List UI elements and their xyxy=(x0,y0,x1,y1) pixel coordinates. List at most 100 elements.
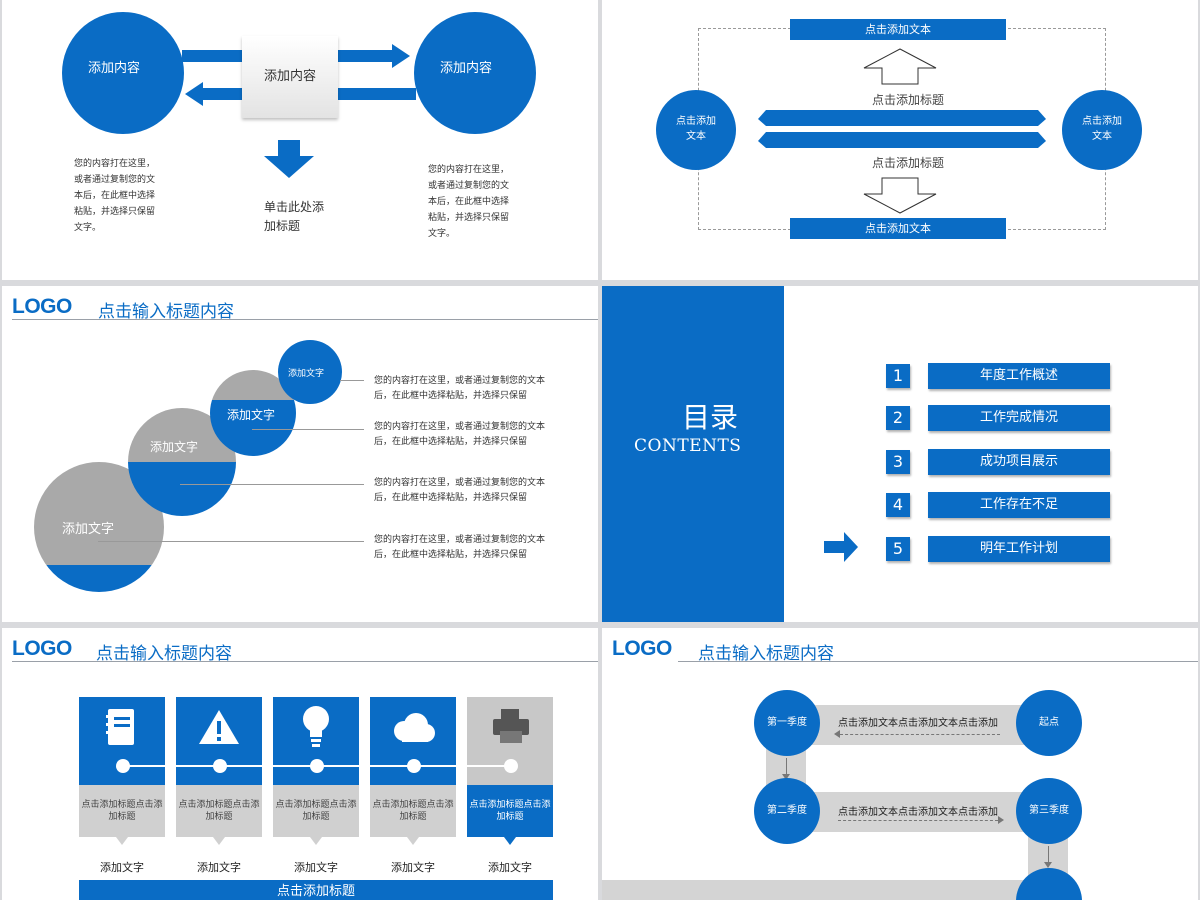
slide-3[interactable]: LOGO 点击输入标题内容 添加文字 添加文字 添加文字 添加文字 您的内容打在… xyxy=(2,286,598,622)
up-outline-arrow-icon xyxy=(863,48,937,85)
timeline-dot-2 xyxy=(213,759,227,773)
down-arrow-right-icon xyxy=(1044,862,1052,868)
circle-4-label: 添加文字 xyxy=(62,522,115,537)
card-3-label: 添加文字 xyxy=(294,861,338,874)
header-title-2: 点击输入标题内容 xyxy=(96,644,232,664)
menu-item-3[interactable]: 成功项目展示 xyxy=(928,449,1110,475)
row-1-text: 点击添加文本点击添加文本点击添加 xyxy=(838,718,998,729)
right-arrow-head xyxy=(392,44,410,68)
center-box: 添加内容 xyxy=(242,36,338,118)
connector-1 xyxy=(340,380,364,381)
circle-2: 添加文字 xyxy=(210,370,296,456)
circle-1-label: 添加文字 xyxy=(288,369,325,379)
left-arrow-head xyxy=(185,82,203,106)
item-text-4: 您的内容打在这里，或者通过复制您的文本后，在此框中选择粘贴，并选择只保留 xyxy=(374,535,546,560)
item-text-1: 您的内容打在这里，或者通过复制您的文本后，在此框中选择粘贴，并选择只保留 xyxy=(374,376,546,401)
left-circle-label: 添加内容 xyxy=(88,61,141,76)
header-divider xyxy=(12,319,598,320)
circle-2-label: 添加文字 xyxy=(227,408,276,422)
card-5-label: 添加文字 xyxy=(488,861,532,874)
connector-2 xyxy=(252,429,364,430)
logo: LOGO xyxy=(12,295,72,318)
timeline-dot-5 xyxy=(504,759,518,773)
card-5-pointer xyxy=(504,837,516,845)
lightbulb-icon xyxy=(303,706,329,747)
connector-3 xyxy=(180,484,364,485)
card-2-text: 点击添加标题点击添加标题 xyxy=(176,785,262,837)
right-circle: 添加内容 xyxy=(414,12,536,134)
card-1-text: 点击添加标题点击添加标题 xyxy=(79,785,165,837)
left-desc: 您的内容打在这里，或者通过复制您的文本后，在此框中选择粘贴，并选择只保留文字。 xyxy=(74,159,156,233)
node-q1[interactable]: 第一季度 xyxy=(754,690,820,756)
top-text-box: 点击添加文本 xyxy=(790,19,1006,40)
down-connector-left xyxy=(786,758,787,776)
menu-num-4: 4 xyxy=(886,493,910,517)
slide-4[interactable]: 目录 CONTENTS 1 年度工作概述 2 工作完成情况 3 成功项目展示 4… xyxy=(602,286,1198,622)
down-title: 单击此处添加标题 xyxy=(264,200,325,233)
node-q3[interactable]: 第三季度 xyxy=(1016,778,1082,844)
header-title-3: 点击输入标题内容 xyxy=(698,644,834,664)
row-1-dash xyxy=(840,734,1000,736)
logo-3: LOGO xyxy=(612,637,672,660)
down-connector-right xyxy=(1048,846,1049,864)
double-ribbon xyxy=(758,110,1046,148)
slide-6[interactable]: LOGO 点击输入标题内容 点击添加文本点击添加文本点击添加 点击添加文本点击添… xyxy=(602,628,1198,900)
title-top: 点击添加标题 xyxy=(871,93,944,107)
row-1-arrow-left-icon xyxy=(834,730,840,738)
right-node-label: 点击添加文本 xyxy=(1082,116,1122,142)
row-2-arrow-right-icon xyxy=(998,816,1004,824)
menu-num-2: 2 xyxy=(886,406,910,430)
pointer-arrow-icon xyxy=(824,532,858,562)
slide-5[interactable]: LOGO 点击输入标题内容 点击添加标题点击添加标题 添加文字 点击添加标题点击… xyxy=(2,628,598,900)
menu-item-1[interactable]: 年度工作概述 xyxy=(928,363,1110,389)
timeline-dot-1 xyxy=(116,759,130,773)
header-title: 点击输入标题内容 xyxy=(98,302,234,322)
right-desc: 您的内容打在这里，或者通过复制您的文本后，在此框中选择粘贴，并选择只保留文字。 xyxy=(428,165,510,239)
timeline-dot-4 xyxy=(407,759,421,773)
printer-icon xyxy=(493,709,529,743)
logo-2: LOGO xyxy=(12,637,72,660)
contents-title-cn: 目录 xyxy=(682,401,739,434)
card-4-label: 添加文字 xyxy=(391,861,435,874)
warning-icon xyxy=(199,710,239,744)
menu-item-2[interactable]: 工作完成情况 xyxy=(928,405,1110,431)
down-arrow-shaft xyxy=(278,140,300,156)
card-2-label: 添加文字 xyxy=(197,861,241,874)
card-5-text: 点击添加标题点击添加标题 xyxy=(467,785,553,837)
header-divider-2 xyxy=(12,661,598,662)
slide-1[interactable]: 添加内容 添加内容 添加内容 单击此处添加标题 您的内容打在这里，或者通过复制您… xyxy=(2,0,598,280)
menu-num-1: 1 xyxy=(886,364,910,388)
card-4-text: 点击添加标题点击添加标题 xyxy=(370,785,456,837)
right-circle-label: 添加内容 xyxy=(440,61,493,76)
card-3-text: 点击添加标题点击添加标题 xyxy=(273,785,359,837)
node-q2[interactable]: 第二季度 xyxy=(754,778,820,844)
cloud-icon xyxy=(394,713,435,742)
track-row-2 xyxy=(790,792,1040,832)
down-arrow-left-icon xyxy=(782,774,790,780)
menu-item-5[interactable]: 明年工作计划 xyxy=(928,536,1110,562)
connector-4 xyxy=(98,541,364,542)
left-circle: 添加内容 xyxy=(62,12,184,134)
card-4-pointer xyxy=(407,837,419,845)
node-q4-partial[interactable] xyxy=(1016,868,1082,900)
header-divider-3 xyxy=(678,661,1198,662)
card-2-pointer xyxy=(213,837,225,845)
slide-2[interactable]: 点击添加文本 点击添加文本 点击添加标题 点击添加标题 点击添加文本 点击添加文… xyxy=(602,0,1198,280)
track-row-3 xyxy=(602,880,1042,900)
bottom-text-box: 点击添加文本 xyxy=(790,218,1006,239)
contents-title-en: CONTENTS xyxy=(634,436,742,456)
title-bottom: 点击添加标题 xyxy=(871,156,944,170)
circle-3-label: 添加文字 xyxy=(150,440,199,454)
menu-item-4[interactable]: 工作存在不足 xyxy=(928,492,1110,518)
left-node-circle: 点击添加文本 xyxy=(656,90,736,170)
card-1-label: 添加文字 xyxy=(100,861,144,874)
item-text-2: 您的内容打在这里，或者通过复制您的文本后，在此框中选择粘贴，并选择只保留 xyxy=(374,422,546,447)
menu-num-5: 5 xyxy=(886,537,910,561)
track-row-1 xyxy=(790,705,1040,745)
notebook-icon xyxy=(106,709,134,745)
left-node-label: 点击添加文本 xyxy=(676,116,716,142)
down-outline-arrow-icon xyxy=(863,177,937,214)
item-text-3: 您的内容打在这里，或者通过复制您的文本后，在此框中选择粘贴，并选择只保留 xyxy=(374,478,546,503)
node-start[interactable]: 起点 xyxy=(1016,690,1082,756)
card-1-pointer xyxy=(116,837,128,845)
